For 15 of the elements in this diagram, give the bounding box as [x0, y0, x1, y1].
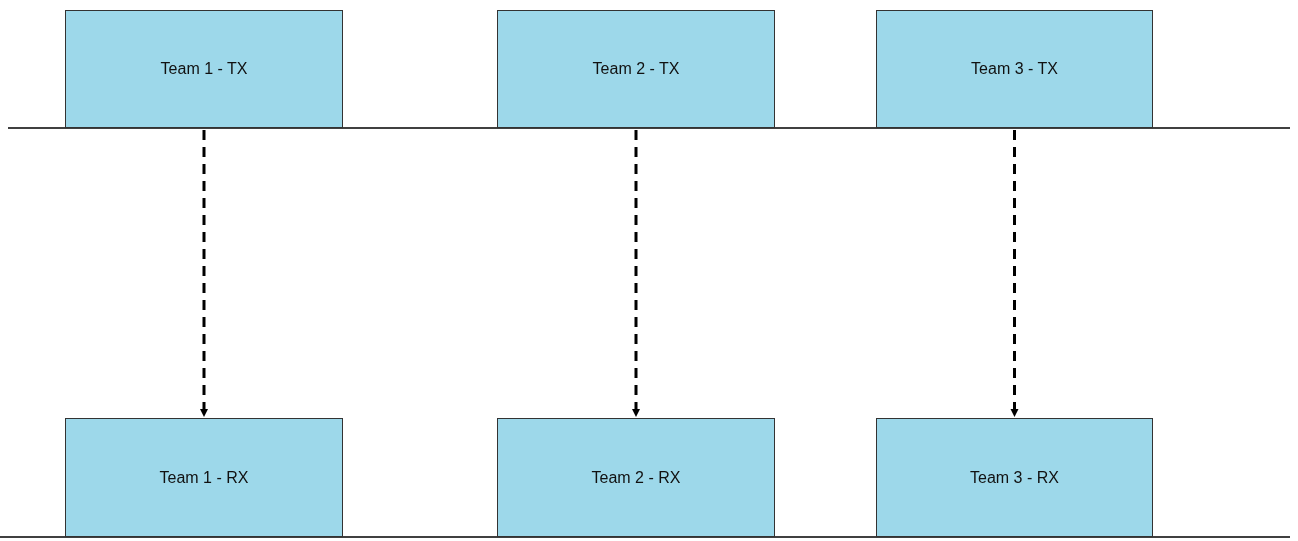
- box-label: Team 1 - RX: [159, 467, 249, 488]
- dashed-arrow: [200, 130, 208, 417]
- team-box: [876, 418, 1153, 537]
- team-box: [65, 418, 343, 537]
- dashed-arrow: [632, 130, 640, 417]
- team-box: [65, 10, 343, 128]
- team-box: [497, 418, 775, 537]
- box-label: Team 2 - TX: [592, 59, 680, 79]
- team-box: [497, 10, 775, 128]
- box-label: Team 2 - RX: [591, 467, 681, 488]
- dashed-arrow: [1010, 130, 1019, 417]
- team-box: [876, 10, 1153, 128]
- box-label: Team 3 - RX: [970, 467, 1059, 488]
- box-label: Team 1 - TX: [160, 59, 248, 79]
- box-label: Team 3 - TX: [971, 59, 1058, 79]
